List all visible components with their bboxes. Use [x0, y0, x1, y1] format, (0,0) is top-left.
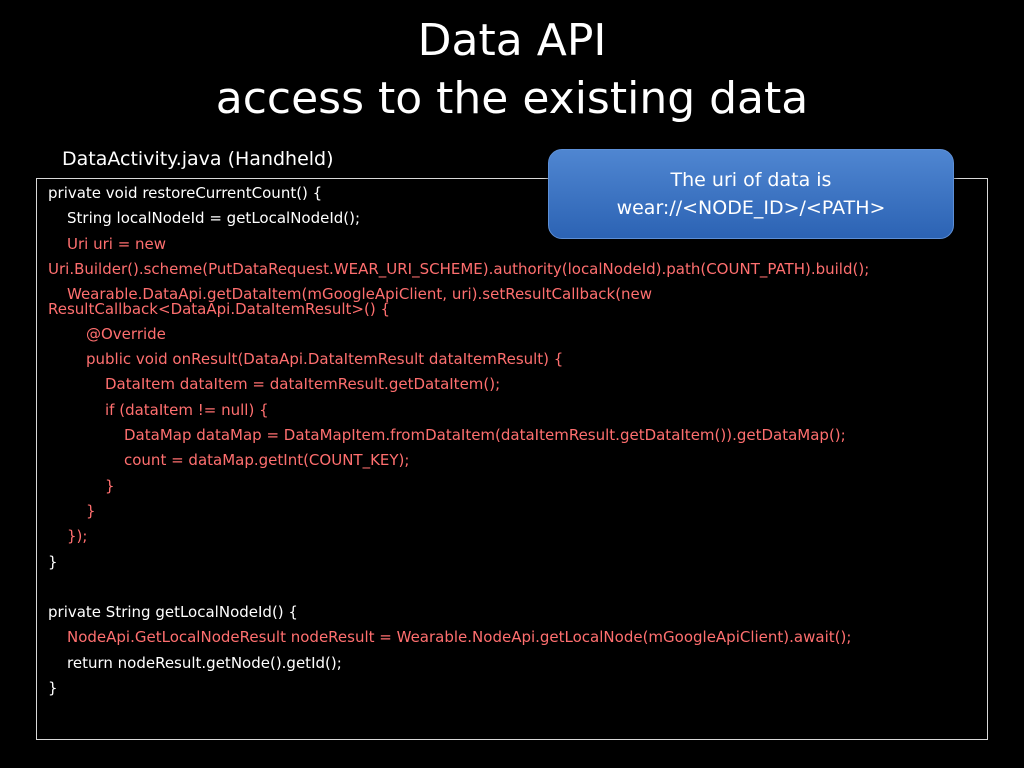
code-line: return nodeResult.getNode().getId();	[67, 653, 342, 672]
code-line: String localNodeId = getLocalNodeId();	[67, 209, 361, 228]
code-line: Uri uri = new	[67, 234, 167, 253]
code-block: private void restoreCurrentCount() { Str…	[36, 178, 988, 740]
code-line: private void restoreCurrentCount() {	[48, 184, 323, 202]
slide-title-line-1: Data API	[417, 15, 607, 66]
code-line: }	[86, 501, 96, 520]
code-line: }	[48, 552, 58, 571]
code-line: public void onResult(DataApi.DataItemRes…	[86, 350, 564, 369]
code-line: }	[48, 679, 58, 698]
code-line: Uri.Builder().scheme(PutDataRequest.WEAR…	[48, 259, 870, 278]
code-line: Wearable.DataApi.getDataItem(mGoogleApiC…	[67, 284, 653, 303]
code-line: ResultCallback<DataApi.DataItemResult>()…	[48, 299, 390, 318]
slide-title-line-2: access to the existing data	[215, 73, 809, 124]
code-line: DataMap dataMap = DataMapItem.fromDataIt…	[124, 426, 846, 445]
code-line: private String getLocalNodeId() {	[48, 603, 298, 622]
code-line: @Override	[86, 324, 166, 343]
code-line: });	[67, 527, 88, 546]
code-line-blank	[48, 575, 987, 600]
code-line: count = dataMap.getInt(COUNT_KEY);	[124, 451, 410, 470]
code-line: }	[105, 476, 115, 495]
callout-line-2: wear://<NODE_ID>/<PATH>	[616, 197, 886, 219]
uri-callout: The uri of data is wear://<NODE_ID>/<PAT…	[548, 149, 954, 239]
code-line: NodeApi.GetLocalNodeResult nodeResult = …	[67, 628, 852, 647]
code-line: DataItem dataItem = dataItemResult.getDa…	[105, 375, 501, 394]
file-caption: DataActivity.java (Handheld)	[62, 148, 334, 170]
slide-title: Data API access to the existing data	[0, 12, 1024, 128]
callout-line-1: The uri of data is	[670, 169, 832, 191]
code-line: if (dataItem != null) {	[105, 400, 269, 419]
